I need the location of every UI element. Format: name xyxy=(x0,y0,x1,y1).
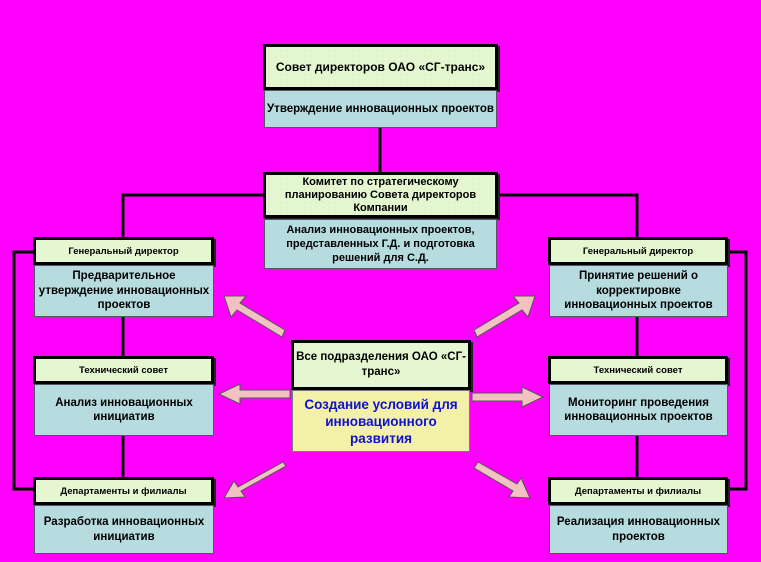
line-left-loop xyxy=(12,250,34,491)
right-tech-title-box: Технический совет xyxy=(548,356,728,384)
committee-title: Комитет по стратегическому планированию … xyxy=(284,175,477,214)
right-dept-title-box: Департаменты и филиалы xyxy=(548,477,728,505)
left-gd-body-box: Предварительное утверждение инновационны… xyxy=(34,265,214,317)
line-committee-right-gd xyxy=(497,193,639,238)
left-tech-title-box: Технический совет xyxy=(33,356,214,384)
right-dept-body: Реализация инновационных проектов xyxy=(556,516,721,543)
left-dept-body: Разработка инновационных инициатив xyxy=(43,516,205,543)
left-tech-title: Технический совет xyxy=(79,364,168,376)
right-gd-body-box: Принятие решений о корректировке инновац… xyxy=(549,265,728,317)
right-tech-title: Технический совет xyxy=(593,364,683,376)
right-dept-title: Департаменты и филиалы xyxy=(574,485,702,497)
arrow-center-to-right-dept xyxy=(473,461,531,499)
arrow-center-to-left-gd xyxy=(223,295,286,338)
right-tech-body-box: Мониторинг проведения инновационных прое… xyxy=(549,384,728,436)
arrow-center-to-right-gd xyxy=(473,295,536,338)
right-tech-body: Мониторинг проведения инновационных прое… xyxy=(564,396,713,424)
right-gd-title: Генеральный директор xyxy=(582,245,694,257)
right-gd-body: Принятие решений о корректировке инновац… xyxy=(564,270,713,312)
left-dept-title: Департаменты и филиалы xyxy=(60,485,187,497)
center-title-box: Все подразделения ОАО «СГ-транс» xyxy=(291,340,471,390)
arrow-center-to-left-tech xyxy=(217,383,291,405)
board-title: Совет директоров ОАО «СГ-транс» xyxy=(275,59,486,74)
right-dept-body-box: Реализация инновационных проектов xyxy=(549,505,728,554)
left-gd-title-box: Генеральный директор xyxy=(33,237,214,265)
board-body: Утверждение инновационных проектов xyxy=(267,102,494,115)
line-committee-left-gd xyxy=(121,193,265,238)
center-title: Все подразделения ОАО «СГ-транс» xyxy=(296,351,466,378)
left-gd-body: Предварительное утверждение инновационны… xyxy=(38,270,210,312)
line-right-loop xyxy=(726,250,748,491)
board-title-box: Совет директоров ОАО «СГ-транс» xyxy=(263,44,498,90)
left-dept-body-box: Разработка инновационных инициатив xyxy=(34,505,214,554)
right-gd-title-box: Генеральный директор xyxy=(548,237,728,265)
left-tech-body: Анализ инновационных инициатив xyxy=(55,396,193,424)
center-body: Создание условий для инновационного разв… xyxy=(304,396,458,446)
center-body-box: Создание условий для инновационного разв… xyxy=(292,390,470,452)
board-body-box: Утверждение инновационных проектов xyxy=(264,90,497,128)
arrow-center-to-left-dept xyxy=(223,461,287,499)
committee-title-box: Комитет по стратегическому планированию … xyxy=(263,172,498,218)
left-dept-title-box: Департаменты и филиалы xyxy=(33,477,214,505)
left-gd-title: Генеральный директор xyxy=(68,245,179,257)
arrow-center-to-right-tech xyxy=(471,386,545,408)
left-tech-body-box: Анализ инновационных инициатив xyxy=(34,384,214,436)
committee-body: Анализ инновационных проектов, представл… xyxy=(286,224,475,264)
committee-body-box: Анализ инновационных проектов, представл… xyxy=(264,219,497,269)
